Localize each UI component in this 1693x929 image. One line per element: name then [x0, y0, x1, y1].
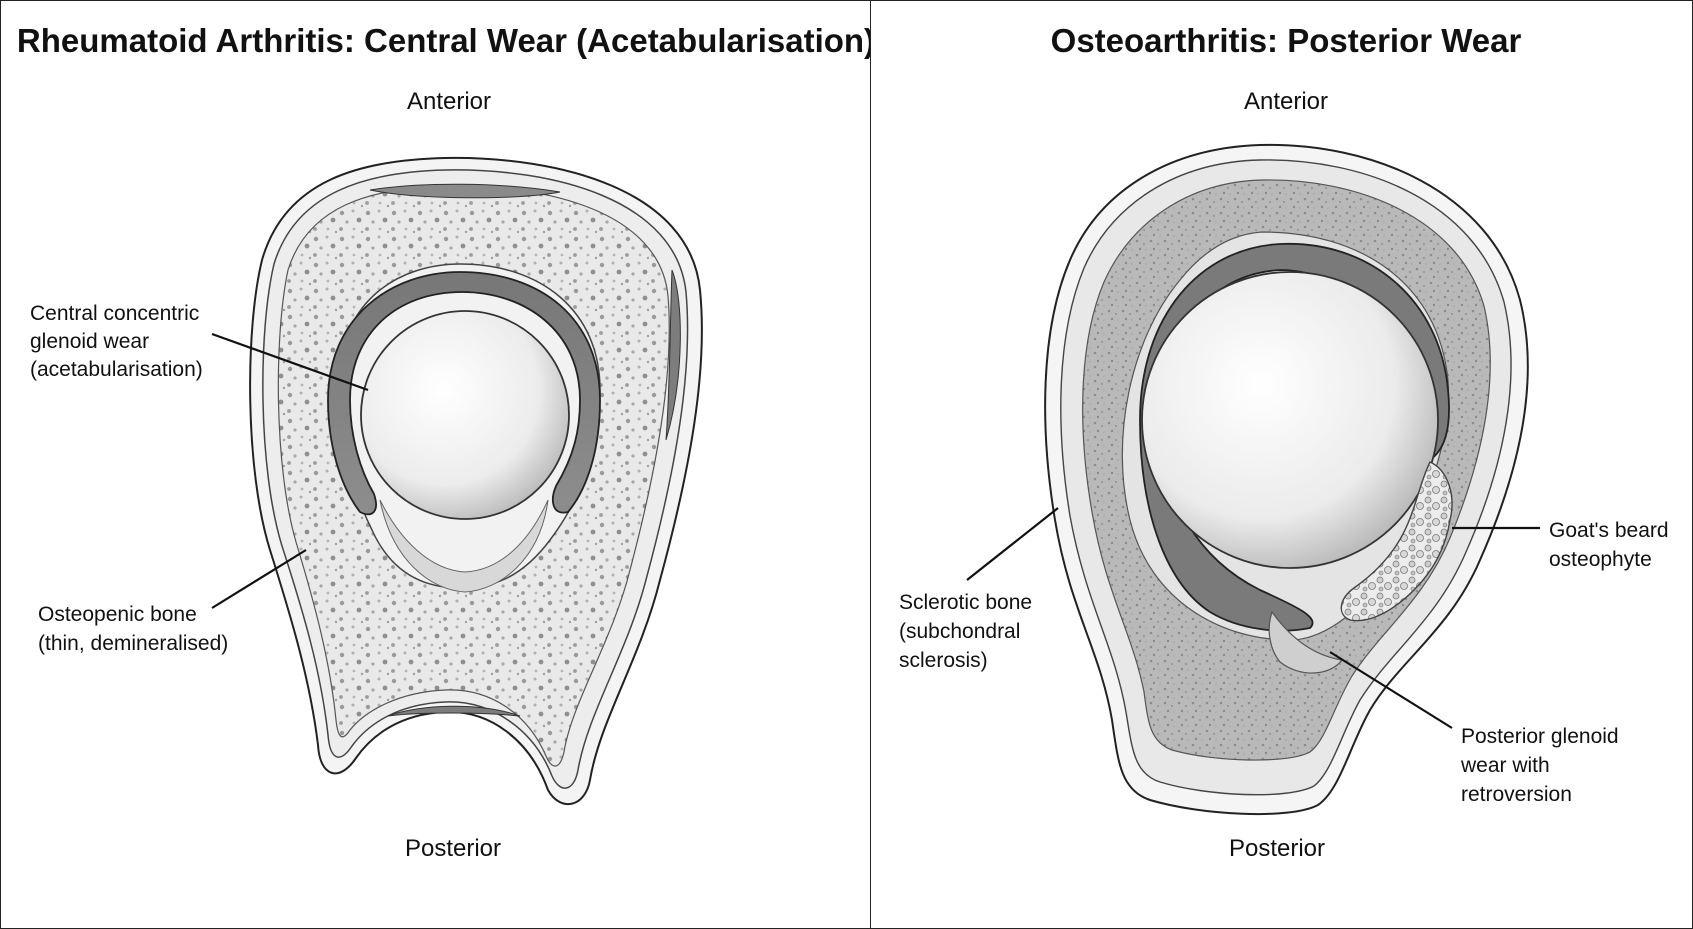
rheumatoid-title: Rheumatoid Arthritis: Central Wear (Acet…	[17, 22, 870, 59]
goats-beard-label: Goat's beard osteophyte	[1549, 519, 1674, 571]
sclerotic-label: Sclerotic bone (subchondral sclerosis)	[899, 591, 1038, 672]
central-wear-label: Central concentric glenoid wear (acetabu…	[30, 302, 205, 381]
osteopenic-label: Osteopenic bone (thin, demineralised)	[38, 603, 228, 655]
rheumatoid-glenoid	[249, 156, 703, 806]
osteoarthritis-glenoid	[1044, 143, 1529, 816]
osteoarthritis-title: Osteoarthritis: Posterior Wear	[1051, 22, 1522, 59]
sclerotic-leader	[966, 507, 1059, 581]
left-anterior-label: Anterior	[407, 88, 491, 115]
osteopenic-leader	[211, 549, 307, 609]
right-posterior-label: Posterior	[1229, 835, 1325, 862]
osteoarthritis-panel: Osteoarthritis: Posterior Wear Anterior …	[899, 22, 1674, 862]
posterior-wear-label: Posterior glenoid wear with retroversion	[1460, 725, 1624, 806]
right-anterior-label: Anterior	[1244, 88, 1328, 115]
posterior-wear-leader	[1329, 651, 1453, 729]
rheumatoid-panel: Rheumatoid Arthritis: Central Wear (Acet…	[17, 22, 870, 862]
panel-divider	[870, 0, 871, 929]
left-posterior-label: Posterior	[405, 835, 501, 862]
central-wear-leader	[211, 332, 369, 392]
